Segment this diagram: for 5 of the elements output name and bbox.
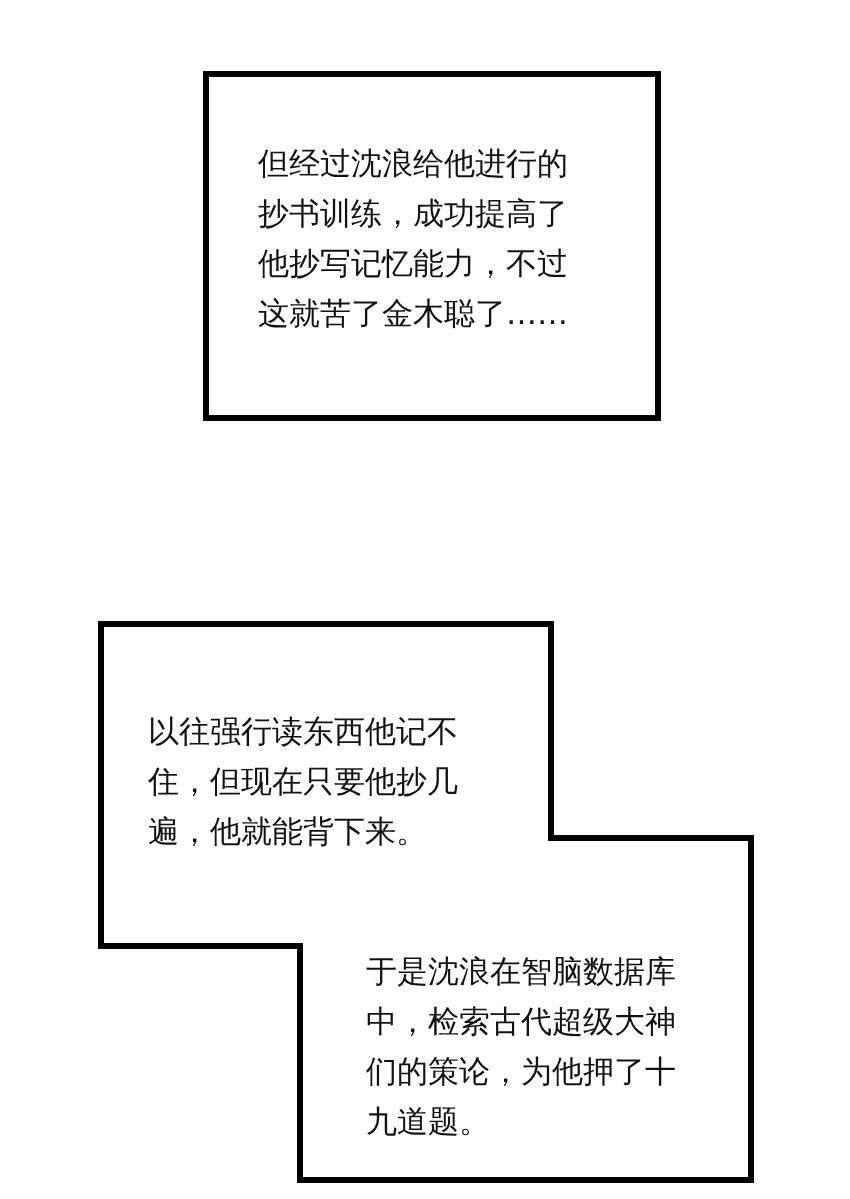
caption-text: 于是沈浪在智脑数据库中，检索古代超级大神们的策论，为他押了十九道题。 bbox=[366, 952, 677, 1141]
caption-box bbox=[206, 74, 658, 418]
caption-box bbox=[101, 624, 551, 946]
caption-text: 但经过沈浪给他进行的抄书训练，成功提高了他抄写记忆能力，不过这就苦了金木聪了…… bbox=[258, 144, 569, 333]
caption-text: 以往强行读东西他记不住，但现在只要他抄几遍，他就能背下来。 bbox=[148, 712, 459, 851]
